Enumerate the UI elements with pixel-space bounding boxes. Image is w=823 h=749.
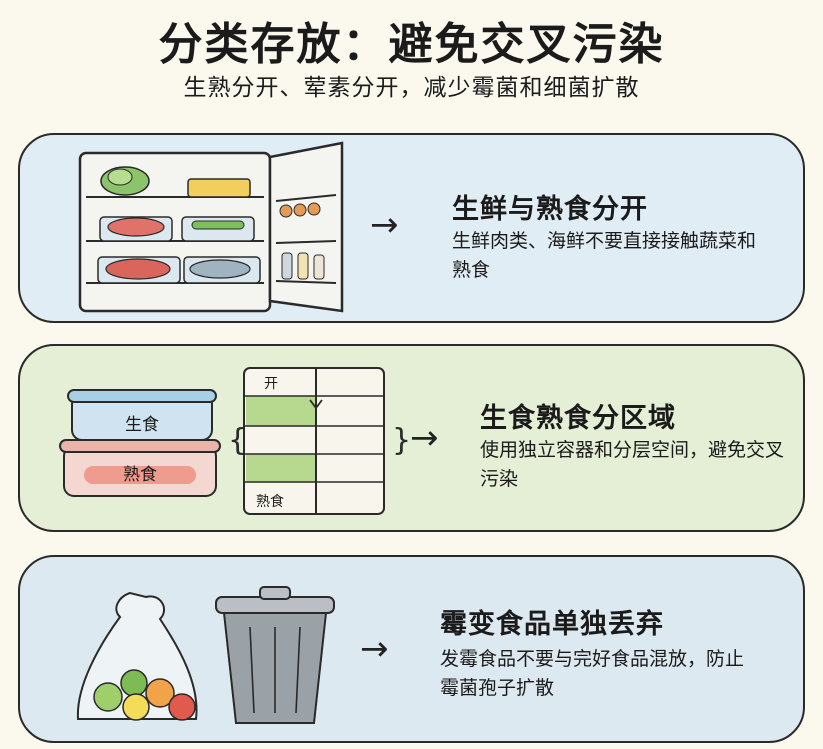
panel-description: 生鲜肉类、海鲜不要直接接触蔬菜和熟食 bbox=[452, 230, 757, 281]
svg-text:}: } bbox=[392, 423, 410, 458]
containers-shelf-icon: 生食 熟食 { } 开 熟食 bbox=[59, 367, 410, 515]
arrow-right-icon: → bbox=[370, 205, 399, 245]
svg-text:{: { bbox=[228, 423, 247, 458]
trash-bin-icon bbox=[76, 586, 335, 724]
panel-description: 发霉食品不要与完好食品混放，防止霉菌孢子扩散 bbox=[440, 648, 745, 699]
vegetable-icon bbox=[191, 220, 245, 230]
panel-title: 霉变食品单独丢弃 bbox=[440, 609, 664, 640]
panel-description: 使用独立容器和分层空间，避免交叉污染 bbox=[480, 439, 785, 490]
raw-meat-icon bbox=[107, 217, 165, 237]
panel-title: 生食熟食分区域 bbox=[480, 403, 676, 434]
panel-discard-moldy: → 霉变食品单独丢弃 发霉食品不要与完好食品混放，防止霉菌孢子扩散 bbox=[18, 555, 805, 743]
raw-container-label: 生食 bbox=[125, 415, 159, 435]
fish-icon bbox=[189, 259, 251, 279]
page-title: 分类存放：避免交叉污染 bbox=[158, 19, 665, 70]
panel-zone-separate: 生食 熟食 { } 开 熟食 → 生食熟食分区域 使用独立容器和分层空间，避免交… bbox=[18, 344, 805, 532]
apple-icon bbox=[93, 682, 123, 712]
shelf-bottom-label: 熟食 bbox=[256, 493, 284, 510]
page-subtitle: 生熟分开、荤素分开，减少霉菌和细菌扩散 bbox=[183, 75, 640, 101]
refrigerator-icon bbox=[78, 141, 344, 313]
arrow-right-icon: → bbox=[410, 418, 439, 458]
fridge-door bbox=[268, 141, 344, 313]
arrow-right-icon: → bbox=[360, 629, 389, 669]
food-box-icon bbox=[187, 178, 251, 198]
panel-title: 生鲜与熟食分开 bbox=[452, 194, 648, 225]
panel-raw-cooked-separate: → 生鲜与熟食分开 生鲜肉类、海鲜不要直接接触蔬菜和熟食 bbox=[18, 133, 805, 323]
meat-icon bbox=[105, 258, 171, 280]
cooked-container-label: 熟食 bbox=[123, 464, 157, 485]
shelf-top-label: 开 bbox=[264, 376, 278, 392]
